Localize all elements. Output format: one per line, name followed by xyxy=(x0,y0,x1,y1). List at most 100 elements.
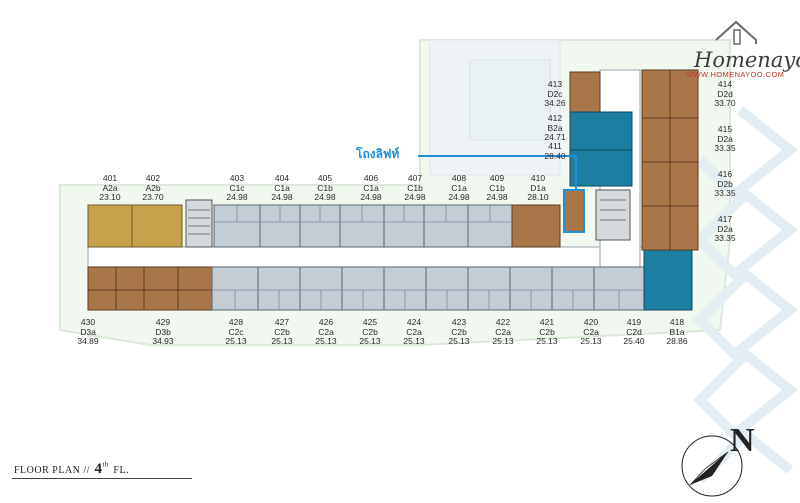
unit-type: C2b xyxy=(362,326,378,337)
unit-no: 416 xyxy=(717,169,733,179)
logo-url: WWW.HOMENAYOO.COM xyxy=(686,70,785,79)
title-underline xyxy=(12,478,192,479)
unit-413-plan xyxy=(569,71,601,113)
title-prefix: FLOOR PLAN // xyxy=(14,465,90,476)
unit-area: 25.13 xyxy=(359,336,381,347)
unit-area: 34.89 xyxy=(77,336,99,347)
unit-type: C1b xyxy=(317,182,333,193)
unit-area: 24.98 xyxy=(226,192,248,203)
unit-no: 405 xyxy=(317,173,333,183)
unit-no: 421 xyxy=(539,317,555,327)
unit-area: 25.40 xyxy=(623,336,645,347)
unit-area: 24.98 xyxy=(404,192,426,203)
unit-area: 25.13 xyxy=(536,336,558,347)
unit-area: 24.71 xyxy=(544,132,566,143)
unit-type: A2b xyxy=(145,182,161,193)
unit-type: C2a xyxy=(406,326,422,337)
unit-no: 408 xyxy=(451,173,467,183)
unit-no: 430 xyxy=(80,317,96,327)
stair-core-right xyxy=(595,189,631,241)
unit-area: 24.98 xyxy=(271,192,293,203)
unit-402-plan xyxy=(131,204,183,248)
unit-area: 24.98 xyxy=(448,192,470,203)
unit-area: 24.98 xyxy=(314,192,336,203)
unit-no: 426 xyxy=(318,317,334,327)
unit-type: C2b xyxy=(274,326,290,337)
unit-no: 429 xyxy=(155,317,171,327)
unit-no: 418 xyxy=(669,317,685,327)
logo-name: Homenayoo xyxy=(694,48,800,72)
unit-area: 25.13 xyxy=(580,336,602,347)
unit-area: 34.93 xyxy=(152,336,174,347)
title-sup: th xyxy=(102,460,109,469)
unit-no: 407 xyxy=(407,173,423,183)
unit-type: A2a xyxy=(102,182,118,193)
unit-type: C1b xyxy=(489,182,505,193)
unit-no: 423 xyxy=(451,317,467,327)
unit-no: 411 xyxy=(548,141,562,151)
lift-lobby xyxy=(563,189,585,233)
unit-type: C1a xyxy=(363,182,379,193)
unit-418-plan xyxy=(643,249,693,311)
unit-type: D1a xyxy=(530,182,546,193)
unit-area: 33.70 xyxy=(714,98,736,109)
unit-no: 428 xyxy=(228,317,244,327)
unit-412-plan xyxy=(569,111,633,151)
unit-421-plan xyxy=(509,266,553,311)
unit-no: 406 xyxy=(363,173,379,183)
unit-401-plan xyxy=(87,204,133,248)
unit-area: 25.13 xyxy=(448,336,470,347)
unit-411-plan xyxy=(569,149,633,187)
unit-type: C2d xyxy=(626,326,642,337)
unit-no: 415 xyxy=(717,124,733,134)
stair-core-left xyxy=(185,199,213,248)
unit-no: 417 xyxy=(717,214,733,224)
unit-type: C1c xyxy=(229,182,245,193)
title-suffix: FL. xyxy=(113,465,130,476)
unit-no: 414 xyxy=(717,79,733,89)
unit-area: 28.40 xyxy=(544,150,566,161)
house-logo-icon xyxy=(715,20,757,45)
unit-no: 410 xyxy=(530,173,546,183)
unit-area: 25.13 xyxy=(271,336,293,347)
unit-no: 424 xyxy=(406,317,422,327)
unit-type: C2a xyxy=(318,326,334,337)
unit-type: D2a xyxy=(717,223,733,234)
unit-area: 25.13 xyxy=(315,336,337,347)
unit-area: 25.13 xyxy=(403,336,425,347)
unit-no: 404 xyxy=(274,173,290,183)
unit-no: 419 xyxy=(626,317,642,327)
unit-type: C2b xyxy=(539,326,555,337)
unit-area: 23.70 xyxy=(142,192,164,203)
unit-type: D2d xyxy=(717,88,733,99)
unit-area: 33.35 xyxy=(714,188,736,199)
unit-area: 33.35 xyxy=(714,233,736,244)
unit-area: 24.98 xyxy=(360,192,382,203)
unit-no: 409 xyxy=(489,173,505,183)
unit-area: 25.13 xyxy=(225,336,247,347)
unit-type: D3b xyxy=(155,326,171,337)
